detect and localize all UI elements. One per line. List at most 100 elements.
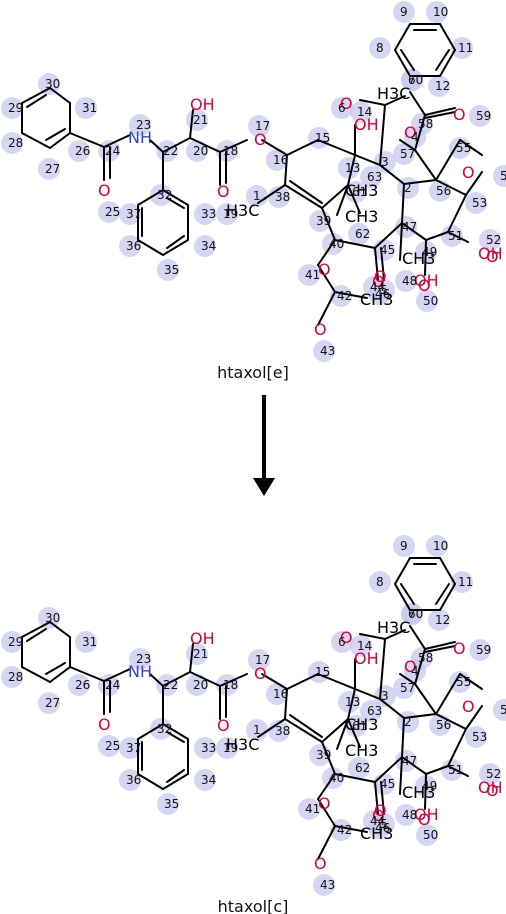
molecule-htaxol-c-bond-24 xyxy=(162,773,189,790)
molecule-htaxol-c-atom-highlight-32 xyxy=(150,718,172,740)
molecule-htaxol-c-atom-label-17: O xyxy=(462,697,475,716)
molecule-htaxol-c-atom-number-42: 42 xyxy=(337,823,352,837)
molecule-htaxol-c-atom-highlight-19 xyxy=(216,737,238,759)
molecule-htaxol-c-atom-highlight-13 xyxy=(338,691,360,713)
molecule-htaxol-e-atom-label-8: CH3 xyxy=(345,181,378,200)
molecule-htaxol-e-atom-number-56: 56 xyxy=(436,184,451,198)
molecule-htaxol-c-atom-number-12: 12 xyxy=(435,613,450,627)
molecule-htaxol-c-atom-number-50: 50 xyxy=(423,828,438,842)
molecule-htaxol-e-atom-number-42: 42 xyxy=(337,289,352,303)
molecule-htaxol-e-atom-highlight-42 xyxy=(330,285,352,307)
molecule-htaxol-c-atom-number-55: 55 xyxy=(456,675,471,689)
molecule-htaxol-c-atom-number-46: 46 xyxy=(375,821,390,835)
molecule-htaxol-e-atom-label-15: CH3 xyxy=(402,249,435,268)
molecule-htaxol-c-atom-label-15: CH3 xyxy=(402,783,435,802)
molecule-htaxol-c-bond-36 xyxy=(284,718,323,743)
molecule-htaxol-c-atom-label-16: OH xyxy=(414,805,439,824)
molecule-htaxol-c-atom-label-23: O xyxy=(418,810,431,829)
molecule-htaxol-e-bond-45 xyxy=(317,291,336,326)
molecule-htaxol-c-atom-number-28: 28 xyxy=(8,670,23,684)
molecule-htaxol-c-atom-highlight-51 xyxy=(441,759,463,781)
molecule-htaxol-c-atom-highlight-34 xyxy=(194,769,216,791)
molecule-htaxol-c-atom-number-1: 1 xyxy=(253,723,261,737)
molecule-htaxol-c-atom-highlight-3 xyxy=(374,685,396,707)
molecule-htaxol-e-atom-number-31: 31 xyxy=(82,101,97,115)
molecule-htaxol-c-bond-53 xyxy=(374,756,403,783)
molecule-htaxol-e-atom-label-17: O xyxy=(462,163,475,182)
molecule-htaxol-e-bond-16 xyxy=(189,137,221,153)
molecule-htaxol-e-atom-highlight-48 xyxy=(395,270,417,292)
molecule-htaxol-e-atom-number-12: 12 xyxy=(435,79,450,93)
molecule-htaxol-e-bond-81 xyxy=(435,49,450,71)
molecule-htaxol-e-bond-71 xyxy=(424,107,456,116)
molecule-htaxol-e-atom-highlight-13 xyxy=(338,157,360,179)
molecule-htaxol-c-atom-number-20: 20 xyxy=(193,678,208,692)
molecule-htaxol-e-bond-73 xyxy=(414,114,426,151)
molecule-htaxol-c-atom-number-34: 34 xyxy=(201,773,216,787)
molecule-htaxol-e-bond-72 xyxy=(424,111,456,119)
molecule-htaxol-c-bond-59 xyxy=(447,728,467,767)
molecule-htaxol-c-atom-number-43: 43 xyxy=(320,878,335,892)
molecule-htaxol-e-atom-highlight-12 xyxy=(428,75,450,97)
molecule-htaxol-e-atom-highlight-36 xyxy=(119,235,141,257)
molecule-htaxol-e-bond-65 xyxy=(414,149,437,181)
molecule-htaxol-e-atom-highlight-27 xyxy=(38,158,60,180)
molecule-htaxol-e-atom-label-21: O xyxy=(453,105,466,124)
molecule-htaxol-e-bond-40 xyxy=(336,184,349,216)
molecule-htaxol-e-atom-highlight-31 xyxy=(75,97,97,119)
molecule-htaxol-e-atom-label-23: O xyxy=(418,276,431,295)
molecule-htaxol-c-bond-12 xyxy=(103,668,131,682)
molecule-htaxol-c-atom-number-56: 56 xyxy=(436,718,451,732)
molecule-htaxol-e-atom-number-38: 38 xyxy=(275,190,290,204)
molecule-htaxol-c-bond-39 xyxy=(347,688,356,720)
molecule-htaxol-c-bond-31 xyxy=(286,673,319,690)
molecule-htaxol-c-atom-highlight-31 xyxy=(75,631,97,653)
caption-top: htaxol[e] xyxy=(217,363,289,382)
molecule-htaxol-e-bond-75 xyxy=(439,23,456,51)
molecule-htaxol-c-atom-highlight-37 xyxy=(119,737,141,759)
molecule-htaxol-e-atom-number-15: 15 xyxy=(315,131,330,145)
molecule-htaxol-e-atom-number-44: 44 xyxy=(370,280,385,294)
molecule-htaxol-c-atom-number-4: 4 xyxy=(411,664,419,678)
molecule-htaxol-e-atom-number-35: 35 xyxy=(164,263,179,277)
molecule-htaxol-c-bond-62 xyxy=(403,713,437,719)
molecule-htaxol-c-atom-label-14: O xyxy=(374,801,387,820)
molecule-htaxol-c-atom-highlight-48 xyxy=(395,804,417,826)
molecule-htaxol-e-bond-54 xyxy=(399,222,403,261)
molecule-htaxol-c-bond-61 xyxy=(435,713,467,730)
molecule-htaxol-c-atom-number-38: 38 xyxy=(275,724,290,738)
molecule-htaxol-e-atom-number-58: 58 xyxy=(418,117,433,131)
molecule-htaxol-c-atom-number-3: 3 xyxy=(381,689,389,703)
molecule-htaxol-e-atom-number-20: 20 xyxy=(193,144,208,158)
molecule-htaxol-e-bond-7 xyxy=(26,94,47,108)
molecule-htaxol-e-atom-number-23: 23 xyxy=(136,118,151,132)
molecule-htaxol-e-atom-highlight-37 xyxy=(119,203,141,225)
molecule-htaxol-c-atom-label-18: O xyxy=(404,657,417,676)
molecule-htaxol-c-atom-label-2: O xyxy=(254,664,267,683)
molecule-htaxol-c-atom-highlight-52 xyxy=(479,763,501,785)
molecule-htaxol-c-bond-25 xyxy=(137,773,164,790)
molecule-htaxol-e-atom-number-46: 46 xyxy=(375,287,390,301)
molecule-htaxol-e-atom-number-59: 59 xyxy=(476,109,491,123)
molecule-htaxol-e-bond-5 xyxy=(21,132,51,149)
molecule-htaxol-c-atom-label-3: NH xyxy=(128,662,152,681)
molecule-htaxol-c-atom-number-51: 51 xyxy=(448,763,463,777)
molecule-htaxol-c-atom-number-62: 62 xyxy=(355,761,370,775)
molecule-htaxol-c-bond-48 xyxy=(374,781,379,815)
molecule-htaxol-c-atom-label-20: H3C xyxy=(377,618,410,637)
molecule-htaxol-e-atom-highlight-20 xyxy=(186,140,208,162)
molecule-htaxol-c-atom-label-19: O xyxy=(340,628,353,647)
molecule-htaxol-e-bond-15 xyxy=(189,109,194,139)
molecule-htaxol-c-atom-highlight-57 xyxy=(393,677,415,699)
molecule-htaxol-e-bond-32 xyxy=(317,139,356,156)
molecule-htaxol-c-atom-highlight-23 xyxy=(129,648,151,670)
molecule-htaxol-e-atom-number-49: 49 xyxy=(422,245,437,259)
molecule-htaxol-e-atom-label-19: O xyxy=(340,94,353,113)
molecule-htaxol-e-atom-number-8: 8 xyxy=(376,41,384,55)
molecule-htaxol-e-atom-highlight-59 xyxy=(469,105,491,127)
molecule-htaxol-c-atom-label-11: O xyxy=(314,854,327,873)
molecule-htaxol-e-bond-31 xyxy=(286,139,319,156)
molecule-htaxol-c-atom-number-27: 27 xyxy=(45,696,60,710)
